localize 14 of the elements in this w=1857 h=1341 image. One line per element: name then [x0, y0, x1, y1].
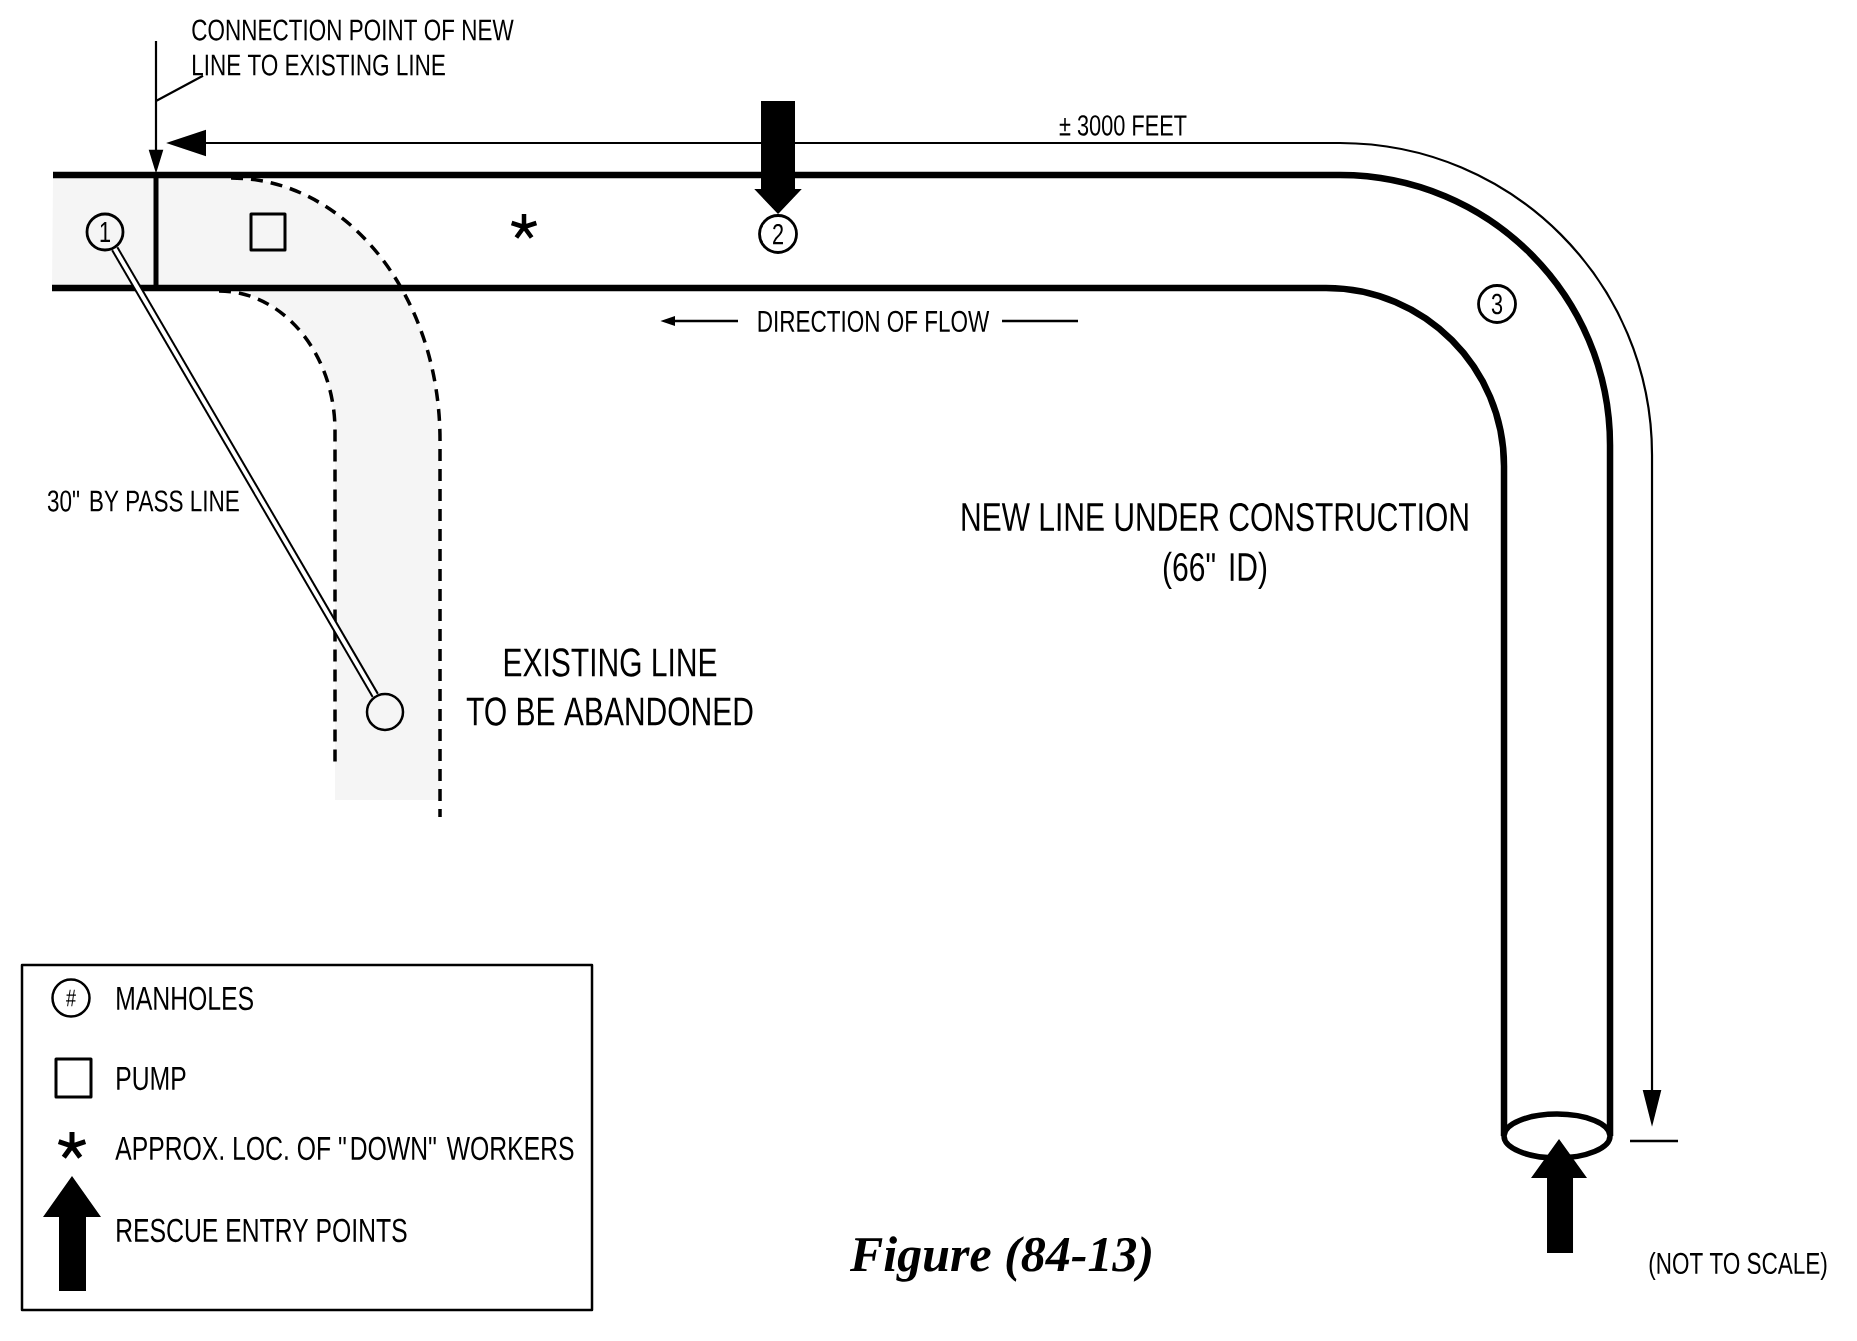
legend-text: PUMP: [117, 1067, 186, 1091]
pipe-label: EXISTING LINE TO BE ABANDONED: [466, 648, 753, 726]
legend-text: RESCUE ENTRY POINTS: [117, 1218, 407, 1243]
pipe-label: NEW LINE UNDER CONSTRUCTION (66" ID): [962, 502, 1468, 590]
end-circle: [365, 692, 405, 732]
flow-label: DIRECTION OF FLOW: [758, 310, 990, 333]
dimension-label: ± 3000 FEET: [1059, 115, 1187, 136]
scale-note: (NOT TO SCALE): [1649, 1252, 1827, 1280]
figure-caption: Figure (84-13): [849, 1236, 1151, 1282]
legend-text: APPROX. LOC. OF "DOWN" WORKERS: [115, 1136, 574, 1161]
legend-text: MANHOLES: [117, 986, 253, 1011]
callout-text: CONNECTION POINT OF NEW LINE TO EXISTING LINE: [192, 19, 514, 76]
edge-label: 30" BY PASS LINE: [45, 488, 242, 514]
bypass-line: [111, 246, 379, 698]
